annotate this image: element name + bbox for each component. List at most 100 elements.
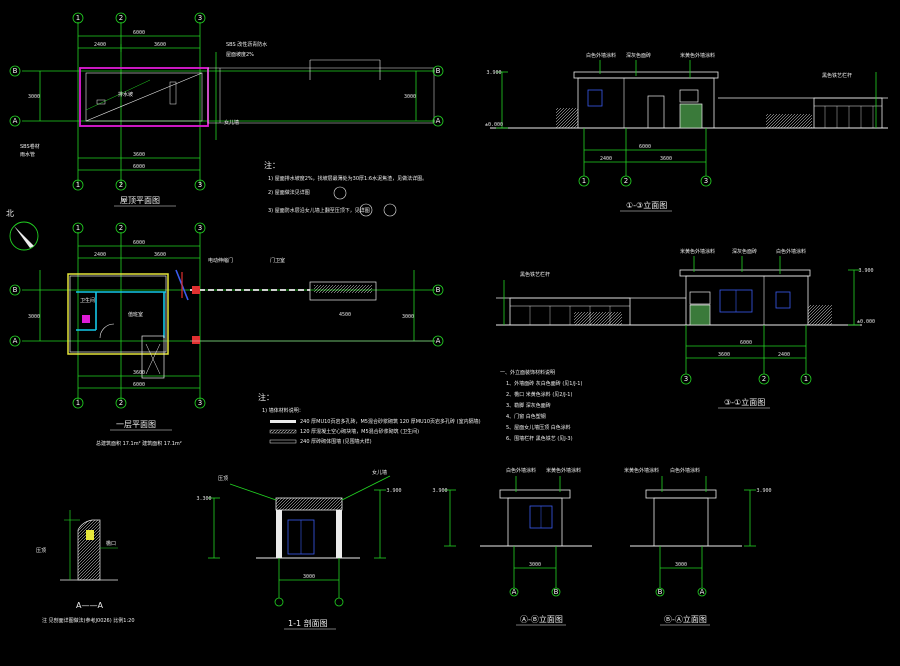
elevation-b-a-title: Ⓑ-Ⓐ立面图 xyxy=(664,614,707,624)
grid-bubble-label: A xyxy=(436,117,441,125)
legend-line: 240 厚MU10页岩多孔砖，M5混合砂浆砌筑 120 厚MU10页岩多孔砖 (… xyxy=(300,418,481,425)
grid-bubble-label: 2 xyxy=(624,177,628,185)
note-line: 2) 屋面做法见详图 xyxy=(268,189,310,196)
elevation-1-3-title: ①-③立面图 xyxy=(626,200,667,210)
level-label: 3.900 xyxy=(858,268,873,274)
grid-bubble-label: 1 xyxy=(76,224,80,232)
elevation-b-a: B A 3000 3.900 米黄色外墙涂料 白色外墙涂料 Ⓑ-Ⓐ立面图 xyxy=(624,467,772,626)
grid-bubble-label: 3 xyxy=(704,177,708,185)
north-arrow: 北 xyxy=(6,209,39,251)
dim-label: 3600 xyxy=(133,152,145,158)
dim-label: 6000 xyxy=(639,144,651,150)
callout: 电动伸缩门 xyxy=(208,257,233,264)
callout: 女儿墙 xyxy=(224,119,239,126)
note-line: 1) 屋面排水坡度2%，找坡层最薄处为30厚1:6水泥焦渣，见做法详图。 xyxy=(268,175,427,182)
roof-plan-geometry xyxy=(79,59,435,127)
note-line: 1、外墙面砖 灰白色面砖 (见1/J-1) xyxy=(506,380,582,387)
grid-bubble-label: 3 xyxy=(198,224,202,232)
callout: 米黄色外墙涂料 xyxy=(680,248,715,255)
grid-bubble-label: A xyxy=(512,588,517,596)
floor-plan-walls xyxy=(67,269,435,379)
grid-bubble-label: 3 xyxy=(684,375,688,383)
callout: 黑色铁艺栏杆 xyxy=(822,72,852,79)
note-line: 4、门窗 白色塑钢 xyxy=(506,413,546,420)
dim-label: 3600 xyxy=(154,252,166,258)
level-label: 3.900 xyxy=(386,488,401,494)
dim-label: 6000 xyxy=(133,382,145,388)
note-line: 2、檐口 米黄色涂料 (见2/J-1) xyxy=(506,391,572,398)
grid-bubble-label: B xyxy=(13,286,18,294)
callout: 深灰色面砖 xyxy=(732,248,757,255)
grid-bubble-label: 2 xyxy=(119,181,123,189)
elevation-a-b: A B 3000 3.900 白色外墙涂料 米黄色外墙涂料 Ⓐ-Ⓑ立面图 xyxy=(432,467,592,626)
dim-label: 2400 xyxy=(778,352,790,358)
dim-label: 6000 xyxy=(133,30,145,36)
callout: 雨水管 xyxy=(20,151,35,158)
legend-line: 120 厚混凝土空心砌块墙，M5混合砂浆砌筑 (卫生间) xyxy=(300,428,419,435)
callout: 女儿墙 xyxy=(372,469,387,476)
dim-label: 4500 xyxy=(339,312,351,318)
elevation-3-1: 3 2 1 6000 3600 2400 3.900 ±0.000 米黄色外墙涂… xyxy=(496,248,875,409)
roof-plan-title: 屋顶平面图 xyxy=(120,196,160,205)
dim-label: 3000 xyxy=(402,314,414,320)
floor-plan-texts: 6000 2400 3600 3600 6000 3000 3000 4500 … xyxy=(28,240,414,447)
callout: 黑色铁艺栏杆 xyxy=(520,271,550,278)
grid-bubble-label: A xyxy=(700,588,705,596)
grid-bubble-label: 3 xyxy=(198,181,202,189)
detail-note: 注 见剖面详图做法(参考J0026) 比例1:20 xyxy=(42,617,135,624)
floor-plan-bubbles: 1 2 3 1 2 3 B A B A xyxy=(9,222,444,409)
area-note: 总建筑面积 17.1m² 建筑面积 17.1m² xyxy=(96,440,182,447)
grid-bubble-label: A xyxy=(436,337,441,345)
level-label: ±0.000 xyxy=(485,122,503,128)
callout: 屋面坡度2% xyxy=(226,51,254,58)
callout: 米黄色外墙涂料 xyxy=(624,467,659,474)
dim-label: 3000 xyxy=(28,314,40,320)
notes-heading: 注： xyxy=(258,392,274,402)
grid-bubble-label: 1 xyxy=(582,177,586,185)
dim-label: 3000 xyxy=(404,94,416,100)
dim-label: 3000 xyxy=(303,574,315,580)
grid-bubble-label: 3 xyxy=(198,14,202,22)
dim-label: 3600 xyxy=(154,42,166,48)
callout: 白色外墙涂料 xyxy=(506,467,536,474)
dim-label: 2400 xyxy=(94,42,106,48)
grid-bubble-label: B xyxy=(658,588,663,596)
grid-bubble-label: B xyxy=(554,588,559,596)
grid-bubble-label: B xyxy=(436,67,441,75)
callout: 门卫室 xyxy=(270,257,285,264)
grid-bubble-label: A xyxy=(13,337,18,345)
note-line: 1) 墙体材料说明： xyxy=(262,407,304,414)
callout: SBS卷材 xyxy=(20,143,40,150)
callout: 深灰色面砖 xyxy=(626,52,651,59)
dim-label: 3600 xyxy=(660,156,672,162)
notes-mid: 注： 1) 墙体材料说明： 240 厚MU10页岩多孔砖，M5混合砂浆砌筑 12… xyxy=(258,392,481,445)
callout: 白色外墙涂料 xyxy=(670,467,700,474)
dim-label: 6000 xyxy=(740,340,752,346)
elevation-1-3: 1 2 3 6000 2400 3600 3.900 ±0.000 白色外墙涂料… xyxy=(485,52,888,212)
legend-line: 240 厚砖砌体围墙 (见围墙大样) xyxy=(300,438,372,445)
dim-label: 6000 xyxy=(133,164,145,170)
grid-bubble-label: 1 xyxy=(804,375,808,383)
grid-bubble-label: B xyxy=(13,67,18,75)
level-label: 3.300 xyxy=(196,496,211,502)
note-line: 6、围墙栏杆 黑色铁艺 (见J-3) xyxy=(506,435,573,442)
note-line: 5、屋面女儿墙压顶 白色涂料 xyxy=(506,424,571,431)
elevation-3-1-title: ③-①立面图 xyxy=(724,397,765,407)
callout: 米黄色外墙涂料 xyxy=(546,467,581,474)
floor-plan-title: 一层平面图 xyxy=(116,420,156,429)
note-line: 3) 屋面防水层沿女儿墙上翻至压顶下，见详图 xyxy=(268,207,370,214)
detail-a-a-title: A——A xyxy=(76,601,103,610)
grid-bubble-label: B xyxy=(436,286,441,294)
grid-bubble-label: 2 xyxy=(119,399,123,407)
section-1-1-title: 1-1 剖面图 xyxy=(288,618,328,628)
dim-label: 2400 xyxy=(94,252,106,258)
room-label: 值班室 xyxy=(128,311,143,318)
dim-label: 3000 xyxy=(675,562,687,568)
grid-bubble-label: 3 xyxy=(198,399,202,407)
elevation-a-b-title: Ⓐ-Ⓑ立面图 xyxy=(520,614,563,624)
grid-bubble-label: 2 xyxy=(119,14,123,22)
dim-label: 3000 xyxy=(529,562,541,568)
notes-heading: 一、外立面装饰材料说明 xyxy=(500,369,555,376)
room-label: 卫生间 xyxy=(80,297,95,304)
